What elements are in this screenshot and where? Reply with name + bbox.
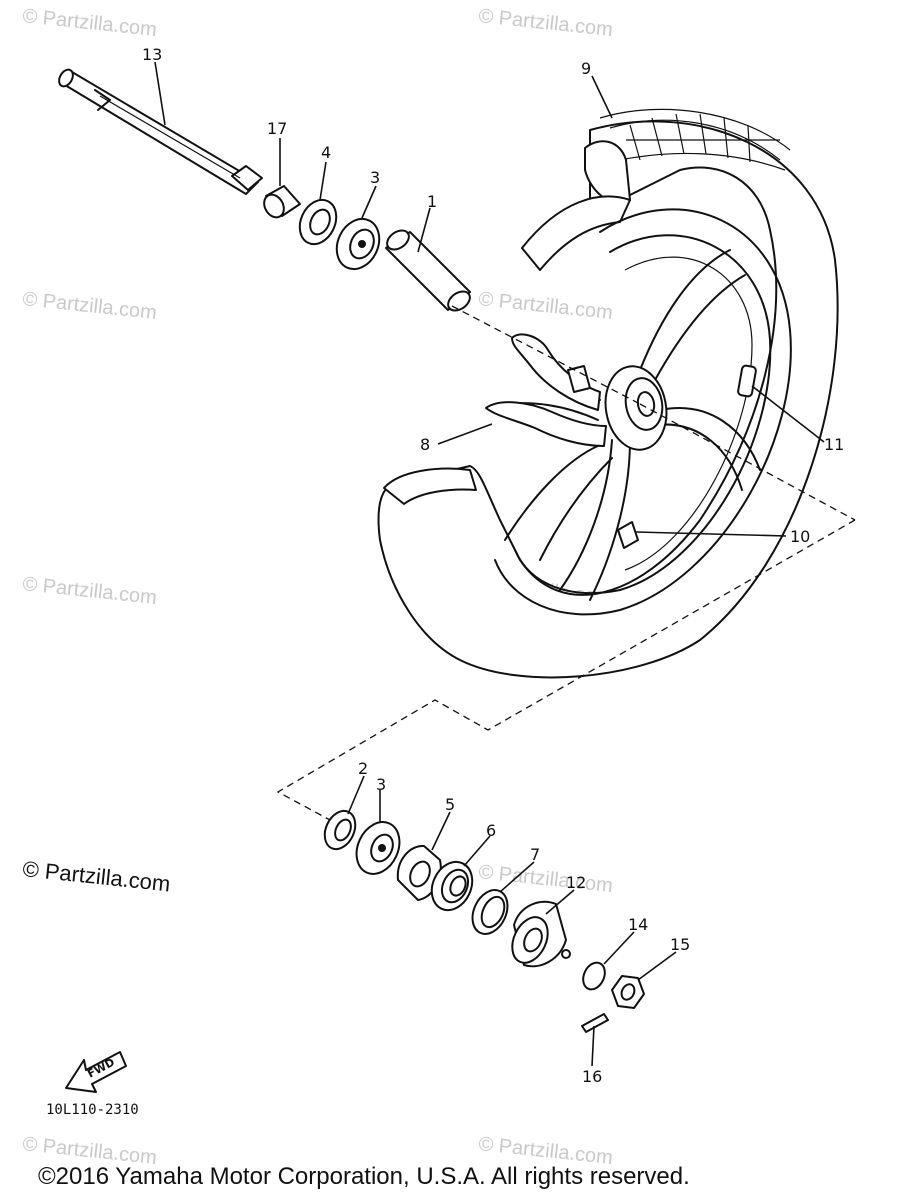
callout-8[interactable]: 8 <box>420 435 430 454</box>
cotter-pin-part[interactable] <box>581 1013 609 1033</box>
collar-part[interactable] <box>260 185 301 221</box>
diagram-code: 10L110-2310 <box>46 1102 139 1118</box>
assembly-guides <box>276 305 856 821</box>
spacer-part[interactable] <box>384 227 474 315</box>
watermark: © Partzilla.com <box>21 573 157 609</box>
callout-9[interactable]: 9 <box>581 59 591 78</box>
callout-15[interactable]: 15 <box>670 935 690 954</box>
fwd-arrow-icon: FWD <box>65 1051 127 1093</box>
leader-lines <box>154 61 825 1067</box>
oil-seal-part[interactable] <box>293 194 343 250</box>
callout-7[interactable]: 7 <box>530 845 540 864</box>
copyright-notice: ©2016 Yamaha Motor Corporation, U.S.A. A… <box>38 1163 690 1190</box>
callout-14[interactable]: 14 <box>628 915 648 934</box>
wheel-assembly[interactable] <box>377 108 839 679</box>
bearing-upper-part[interactable] <box>329 212 387 276</box>
callout-1[interactable]: 1 <box>427 192 437 211</box>
callout-12[interactable]: 12 <box>566 873 586 892</box>
callout-11[interactable]: 11 <box>824 435 844 454</box>
callout-10[interactable]: 10 <box>790 527 810 546</box>
bearing-lower-part[interactable] <box>348 815 407 881</box>
callout-3[interactable]: 3 <box>376 775 386 794</box>
callout-labels: 13 17 4 3 1 9 8 11 10 2 3 5 6 7 12 14 15… <box>142 45 844 1086</box>
gear-retainer-part[interactable] <box>396 844 442 901</box>
callout-16[interactable]: 16 <box>582 1067 602 1086</box>
watermark: © Partzilla.com <box>21 5 157 41</box>
washer-part[interactable] <box>579 959 609 993</box>
tire-tread <box>626 113 780 163</box>
axle-part[interactable] <box>56 67 263 195</box>
cast-wheel-part[interactable] <box>485 333 607 447</box>
callout-5[interactable]: 5 <box>445 795 455 814</box>
watermark: © Partzilla.com <box>21 288 157 324</box>
collar-2-part[interactable] <box>466 884 514 939</box>
axle-nut-part[interactable] <box>611 975 645 1009</box>
oil-seal-lower-part[interactable] <box>319 806 361 854</box>
callout-2[interactable]: 2 <box>358 759 368 778</box>
callout-6[interactable]: 6 <box>486 821 496 840</box>
callout-4[interactable]: 4 <box>321 143 331 162</box>
watermark: © Partzilla.com <box>477 5 613 41</box>
partzilla-watermark: © Partzilla.com <box>21 856 171 896</box>
oil-seal-2-part[interactable] <box>424 855 480 916</box>
callout-17[interactable]: 17 <box>267 119 287 138</box>
callout-3[interactable]: 3 <box>370 168 380 187</box>
speedometer-gear-unit-part[interactable] <box>505 900 571 969</box>
callout-13[interactable]: 13 <box>142 45 162 64</box>
watermark: © Partzilla.com <box>477 288 613 324</box>
